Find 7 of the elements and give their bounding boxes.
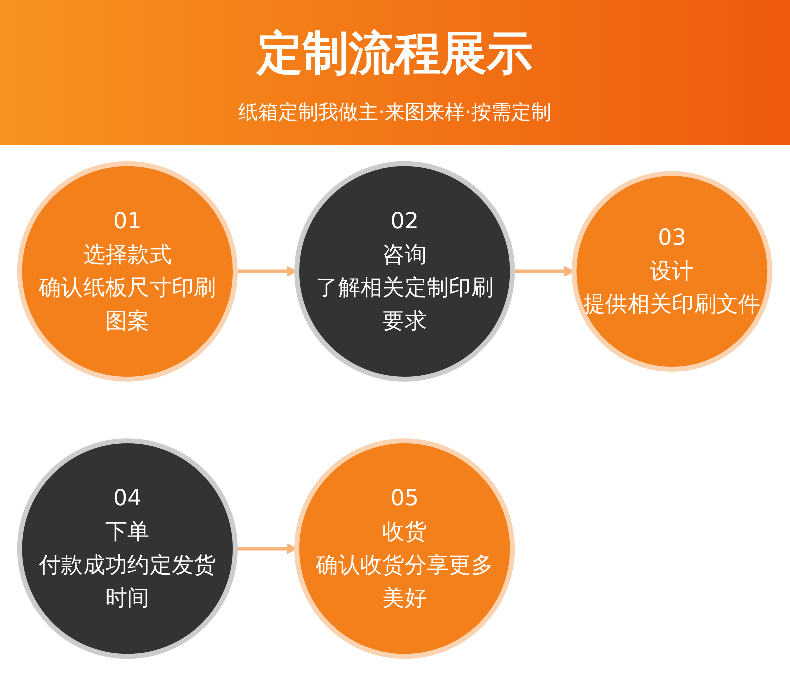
caption: 纸箱定制我做主·来图来样·按需定制 [238,99,552,126]
node-circle: 02 咨询 了解相关定制印刷要求 [294,161,516,382]
node-circle: 05 收货 确认收货分享更多美好 [294,438,516,659]
node-circle: 01 选择款式 确认纸板尺寸印刷图案 [17,161,238,382]
node-circle: 03 设计 提供相关印刷文件 [572,171,773,372]
node-circle: 04 下单 付款成功约定发货时间 [17,438,238,659]
title: 定制流程展示 [257,25,533,82]
